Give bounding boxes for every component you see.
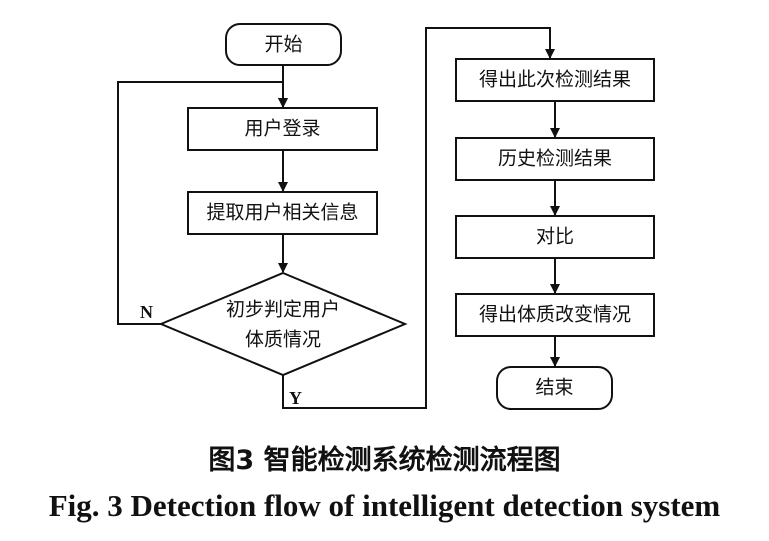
yes-connector-line — [282, 27, 555, 409]
end-node-label: 结束 — [535, 377, 573, 399]
figure-caption-english: Fig. 3 Detection flow of intelligent det… — [48, 488, 721, 523]
login-node-label: 用户登录 — [244, 118, 320, 140]
compare-node — [455, 215, 655, 259]
change-node-label: 得出体质改变情况 — [479, 304, 631, 326]
compare-node-label: 对比 — [536, 226, 574, 248]
end-node — [496, 366, 613, 410]
extract-node-label: 提取用户相关信息 — [206, 202, 358, 224]
decision-node-label-line2: 体质情况 — [245, 329, 321, 351]
current-result-node-label: 得出此次检测结果 — [479, 69, 631, 91]
yes-label: Y — [289, 388, 302, 408]
history-result-node-label: 历史检测结果 — [498, 148, 612, 170]
start-node-label: 开始 — [264, 34, 302, 56]
change-node — [455, 293, 655, 337]
extract-node — [187, 191, 378, 235]
no-label: N — [140, 302, 153, 322]
history-result-node — [455, 137, 655, 181]
figure-caption-chinese: 图3 智能检测系统检测流程图 — [208, 445, 561, 476]
decision-node — [158, 271, 408, 377]
decision-node-label-line1: 初步判定用户 — [226, 299, 340, 321]
no-loop-line — [117, 81, 283, 325]
current-result-node — [455, 58, 655, 102]
